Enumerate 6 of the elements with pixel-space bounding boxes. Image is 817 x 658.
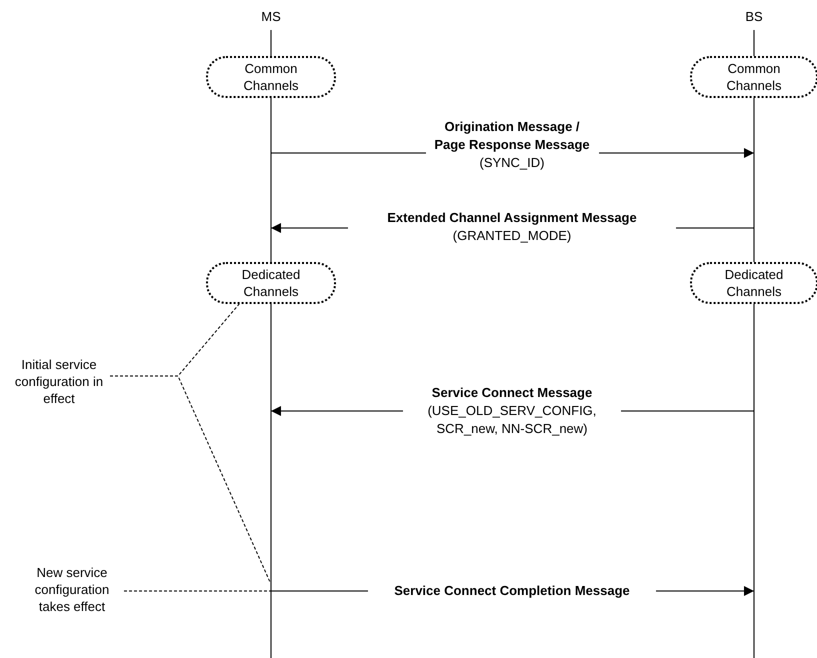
annotation-text: New service configuration takes effect <box>22 564 122 615</box>
lifeline-label: BS <box>744 8 764 25</box>
lifeline-label: MS <box>260 8 282 25</box>
leader-line <box>124 590 272 592</box>
leader-line <box>110 376 270 582</box>
annotation-text: Initial service configuration in effect <box>10 356 108 407</box>
